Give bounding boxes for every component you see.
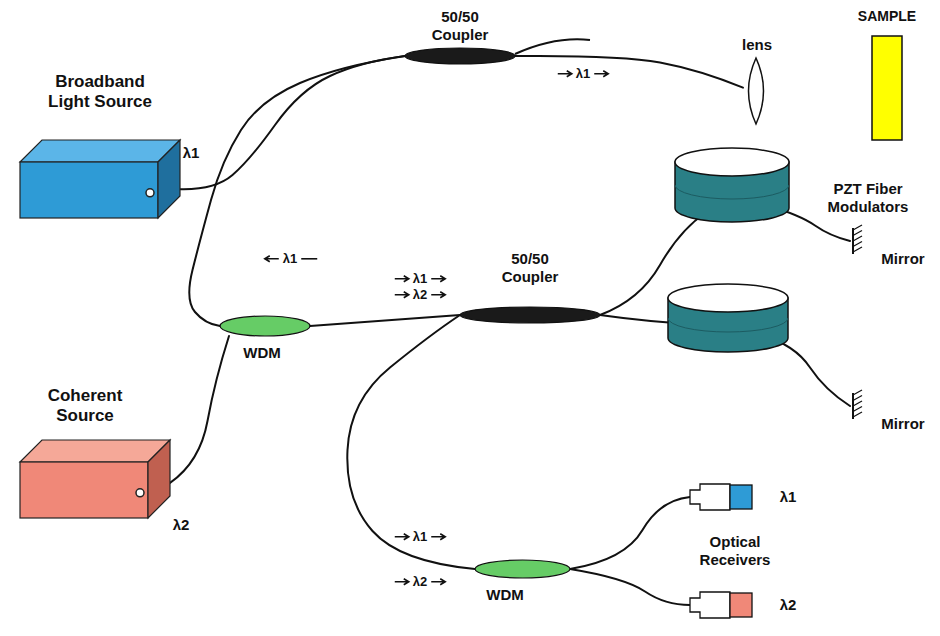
lens-shape [743,58,769,124]
direction-arrow [395,534,409,540]
pzt-drum [675,148,789,222]
node-label: WDM [243,344,281,362]
fiber-coupler-shape [460,307,600,323]
wavelength-label: λ2 [173,516,190,534]
optical-receiver-shape [690,484,752,510]
optical-fiber [515,56,743,88]
wavelength-label: λ1 [413,529,427,545]
wavelength-label: λ1 [283,251,297,267]
coherent-source-box-shape [20,440,170,518]
optical-fiber [180,56,405,189]
sample: SAMPLE [872,36,902,140]
direction-arrow [594,71,608,77]
wavelength-label: λ1 [576,66,590,82]
wavelength-label: λ1 [183,144,200,162]
direction-arrow [431,534,445,540]
lens: lens [743,58,769,124]
fiber-stub [515,39,590,54]
optical-fiber [170,336,229,483]
node-label: λ1 [780,488,797,506]
receiver-label: Optical Receivers [690,533,780,569]
node-label: 50/50 Coupler [420,8,500,44]
mirror: Mirror [850,228,862,254]
sample-shape [872,36,902,140]
node-label: Mirror [881,250,924,268]
direction-arrow [558,71,572,77]
wavelength-label: λ2 [413,287,427,303]
optical-receiver-shape [690,592,752,618]
wdm: WDM [475,560,570,578]
optical-fiber [570,497,690,569]
optical-fiber [347,315,475,569]
fiber-coupler-shape [405,48,515,64]
direction-dash [301,258,317,260]
node-label: λ2 [780,596,797,614]
mirror-shape [850,393,862,419]
direction-arrow [431,579,445,585]
node-label: WDM [486,586,524,604]
direction-arrow [395,292,409,298]
optical-receiver: λ1 [690,484,752,510]
node-label: Broadband Light Source [40,72,160,113]
modulator-label: PZT Fiber Modulators [818,180,918,216]
coherent-source-box: Coherent Sourceλ2 [20,440,170,518]
node-label: 50/50 Coupler [490,250,570,286]
node-label: lens [742,36,772,54]
direction-arrow [431,292,445,298]
mirror-shape [850,228,862,254]
pzt-drum [668,284,788,352]
mirror: Mirror [850,393,862,419]
direction-arrow [395,579,409,585]
node-label: SAMPLE [858,8,916,25]
node-label: Coherent Source [35,386,135,427]
wavelength-label: λ2 [413,574,427,590]
light-source-box-shape [20,140,180,218]
direction-arrow [265,256,279,262]
optical-fiber [189,56,405,326]
optical-fiber [310,315,460,326]
light-source-box: Broadband Light Sourceλ1 [20,140,180,218]
wavelength-label: λ1 [413,271,427,287]
fiber-coupler: 50/50 Coupler [405,48,515,64]
optical-fiber [570,569,690,605]
wdm-shape [220,316,310,336]
direction-arrow [431,276,445,282]
wdm-shape [475,560,570,578]
optical-receiver: λ2 [690,592,752,618]
fiber-coupler: 50/50 Coupler [460,307,600,323]
node-label: Mirror [881,415,924,433]
direction-arrow [395,276,409,282]
wdm: WDM [220,316,310,336]
